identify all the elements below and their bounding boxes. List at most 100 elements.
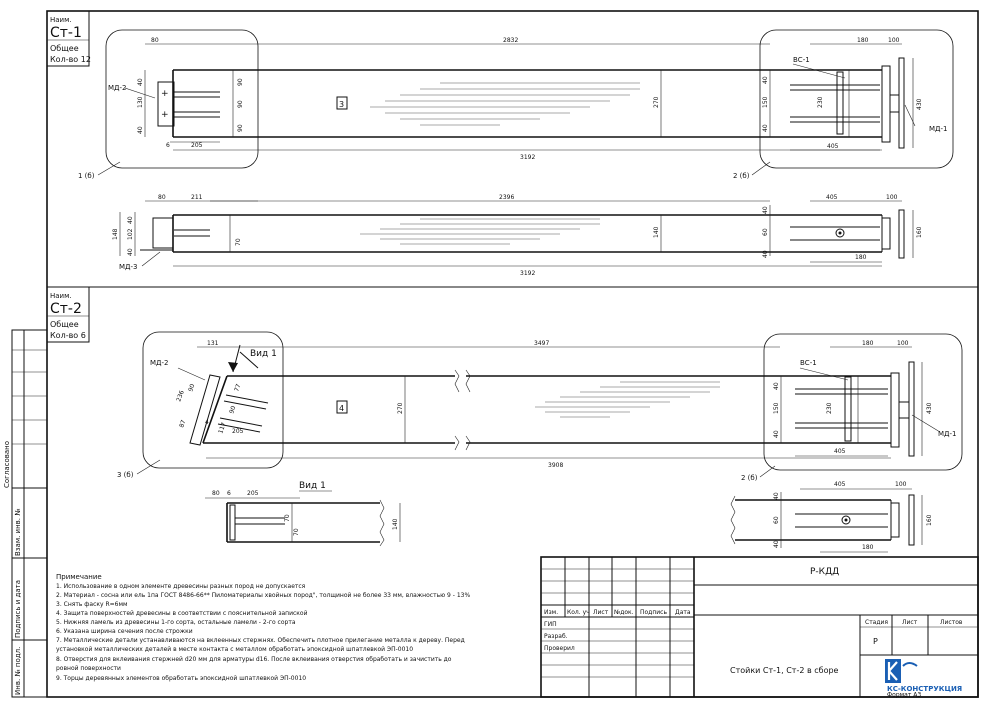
stand2-label: Наим. Ст-2 Общее Кол-во 6: [46, 286, 90, 343]
s1-dim-40a: 40: [137, 78, 144, 86]
stand1-total-label: Общее: [50, 44, 79, 53]
s1sv-dim-60: 60: [762, 228, 769, 236]
tb-stadiya-value: Р: [873, 637, 878, 646]
s1-dim-40c: 40: [762, 76, 769, 84]
stand2-name-label: Наим.: [50, 292, 72, 300]
node3-zone: [142, 331, 284, 469]
s1-marker: 3: [339, 100, 344, 109]
s2sv-dim-405: 405: [834, 481, 846, 488]
left-strip: Согласовано Взам. инв. № Подпись и дата …: [3, 329, 48, 698]
s1sv-dim-100: 100: [886, 194, 898, 201]
s2-dim-236: 236: [175, 389, 186, 402]
view1-title: Вид 1: [299, 481, 326, 491]
s1-node-left: 1 (б): [78, 172, 95, 180]
stand1-name: Ст-1: [50, 25, 82, 41]
s1sv-plate-md3: МД-3: [119, 263, 138, 271]
note-line-5: 6. Указана ширина сечения после строжки: [56, 628, 193, 635]
s2sv-dim-160: 160: [926, 514, 933, 526]
s1sv-dim-40d: 40: [762, 250, 769, 258]
strip-inv-orig: Инв. № подл.: [14, 647, 22, 695]
note-line-8: 8. Отверстия для вклеивания стержней d20…: [56, 656, 452, 663]
notes-block: Примечание 1. Использование в одном элем…: [56, 573, 470, 682]
s1-dim-230: 230: [817, 96, 824, 108]
s2-marker-box: [336, 400, 348, 414]
note-line-6: 7. Металлические детали устанавливаются …: [56, 637, 465, 644]
tb-proveril: Проверил: [544, 645, 575, 652]
s2-dim-430: 430: [926, 402, 933, 414]
s1-dim-6: 6: [166, 142, 170, 149]
s1-dim-100: 100: [888, 37, 900, 44]
tb-razrab: Разраб.: [544, 633, 568, 640]
s2-node-right: 2 (б): [741, 474, 758, 482]
tb-listov-label: Листов: [940, 619, 963, 626]
s2-dim-90b: 90: [228, 405, 237, 415]
stand1-qty: Кол-во 12: [50, 55, 91, 64]
tb-col-kol: Кол. уч: [567, 609, 590, 616]
stand1-side-view: 80 211 2396 405 100 148 40 102 40 70 140…: [112, 194, 923, 277]
s2-plate-md2: МД-2: [150, 359, 169, 367]
v1-dim-205: 205: [247, 490, 259, 497]
svg-text:+: +: [161, 89, 169, 99]
s1-plate-md1: МД-1: [929, 125, 948, 133]
s1sv-dim-160: 160: [916, 226, 923, 238]
s1sv-dim-3192: 3192: [520, 270, 535, 277]
strip-agreed: Согласовано: [3, 441, 11, 488]
s2sv-dim-60: 60: [773, 516, 780, 524]
s2-dim-77: 77: [233, 383, 242, 393]
s1-dim-3192: 3192: [520, 154, 535, 161]
stand2-name: Ст-2: [50, 301, 82, 317]
s2-node-left: 3 (б): [117, 471, 134, 479]
note-line-4: 5. Нижняя ламель из древесины 1-го сорта…: [56, 619, 296, 626]
note-line-1: 2. Материал - сосна или ель 1па ГОСТ 848…: [56, 592, 470, 599]
s1-plate-md2: МД-2: [108, 84, 127, 92]
v1-dim-6: 6: [227, 490, 231, 497]
s2-dim-150: 150: [773, 402, 780, 414]
s1sv-dim-40a: 40: [127, 216, 134, 224]
note-line-10: 9. Торцы деревянных элементов обработать…: [56, 675, 306, 682]
tb-stadiya-label: Стадия: [865, 619, 888, 626]
strip-sign-date: Подпись и дата: [14, 580, 22, 638]
s1sv-dim-70: 70: [235, 238, 242, 246]
s1-dim-130: 130: [137, 96, 144, 108]
tb-code: Р-КДД: [810, 567, 839, 577]
s1-dim-180: 180: [857, 37, 869, 44]
stand2-total-label: Общее: [50, 320, 79, 329]
strip-inv-replace: Взам. инв. №: [14, 508, 22, 556]
s1sv-dim-40c: 40: [762, 206, 769, 214]
s2-dim-40a: 40: [773, 382, 780, 390]
s2-view-label: Вид 1: [250, 349, 277, 359]
tb-gip: ГИП: [544, 621, 557, 628]
s1sv-dim-2396: 2396: [499, 194, 514, 201]
s1-plate-bs1: ВС-1: [793, 56, 810, 64]
s1-dim-270: 270: [653, 96, 660, 108]
s2sv-dim-180: 180: [862, 544, 874, 551]
s1-dim-40d: 40: [762, 124, 769, 132]
s2-dim-180: 180: [862, 340, 874, 347]
notes-title: Примечание: [56, 573, 102, 581]
tb-list-label: Лист: [902, 619, 918, 626]
s2-dim-131: 131: [207, 340, 219, 347]
v1-dim-140: 140: [392, 518, 399, 530]
s2-dim-90: 90: [187, 383, 196, 393]
s1-dim-205: 205: [191, 142, 203, 149]
tb-col-podp: Подпись: [640, 609, 667, 616]
stand1-name-label: Наим.: [50, 16, 72, 24]
s1-dim-90b: 90: [237, 100, 244, 108]
tb-sheet-title: Стойки Ст-1, Ст-2 в сборе: [730, 666, 839, 675]
node2b-zone: [763, 333, 963, 471]
s2-dim-270: 270: [397, 402, 404, 414]
s2-dim-40b: 40: [773, 430, 780, 438]
node2-zone: [759, 29, 954, 169]
s2sv-dim-40b: 40: [773, 540, 780, 548]
stand2-side-view: 405 100 40 60 40 160 180: [730, 481, 933, 553]
note-line-7: установкой металлических деталей в месте…: [56, 646, 413, 653]
s1-dim-405: 405: [827, 143, 839, 150]
s2-dim-3497: 3497: [534, 340, 549, 347]
s2-dim-4: 4: [205, 419, 209, 426]
tb-col-data: Дата: [675, 609, 691, 616]
s1sv-dim-40b: 40: [127, 248, 134, 256]
s1-dim-430: 430: [916, 98, 923, 110]
stand1-label: Наим. Ст-1 Общее Кол-во 12: [46, 10, 91, 67]
s2-dim-87: 87: [178, 419, 187, 429]
